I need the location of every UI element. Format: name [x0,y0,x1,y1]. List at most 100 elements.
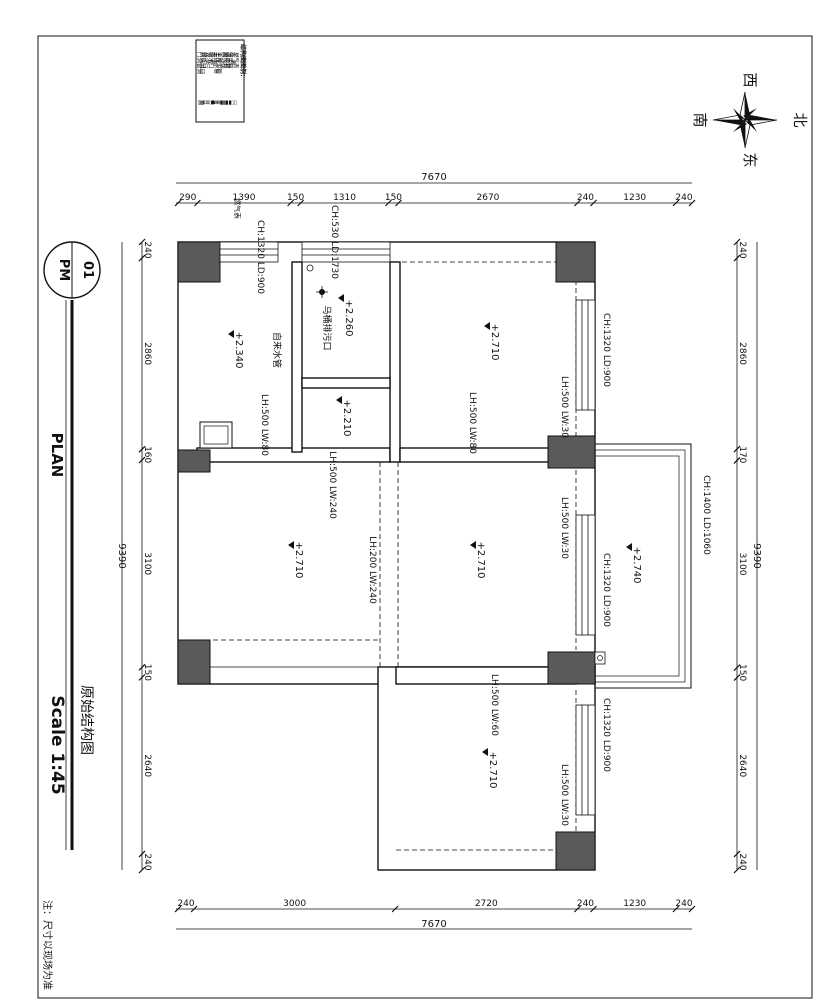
wall-h2 [301,377,391,389]
window-right-1 [575,299,596,411]
compass-north: 北 [791,112,809,127]
dim-left-segment: 240 [142,853,152,870]
water-supply-icon [306,264,314,272]
wall-v2 [291,261,303,453]
balcony-outer-spec: CH:1400 LD:1060 [701,475,711,555]
top-window-1-spec: CH:1320 LD:900 [255,220,265,294]
legend-item-symbol: ⊗ [215,100,221,105]
dim-bottom-segment: 240 [577,899,594,909]
legend-title: 结构图图例： [239,44,247,80]
drawing-code: PM [56,259,71,281]
legend-item-label: 暖气片 [221,52,229,69]
dim-left-segment: 2860 [142,342,152,365]
dim-right-total: 9390 [751,543,762,568]
bottom-room-opening-2: LH:500 LW:30 [559,764,569,826]
dim-right-segment: 3100 [737,553,747,576]
room2-level: +2.260 [343,299,354,336]
compass: 北 东 南 西 [691,72,809,167]
dim-left-total: 9390 [116,543,127,568]
legend-item-symbol: ○ [207,100,213,105]
legend-item-symbol: ▬ [224,100,230,105]
bottom-window-spec: CH:1320 LD:900 [601,698,611,772]
dim-right-segment: 240 [737,241,747,258]
drawing-note: 注：尺寸以现场为准 [41,900,54,990]
compass-east: 东 [741,152,759,167]
drawing-scale: Scale 1:45 [47,695,67,794]
living-left-level: +2.710 [293,541,304,578]
dim-top-segment: 2670 [476,193,499,203]
legend-item-symbol: ▭ [229,100,235,105]
legend-item-symbol: ▬ [226,100,232,105]
legend-item-label: 给水口 [207,52,215,69]
dimension-lines [121,182,758,930]
level-markers [228,294,632,756]
dim-bottom-segment: 240 [177,899,194,909]
dim-top-total: 7670 [421,172,446,183]
balcony-level: +2.740 [631,546,642,583]
legend-item-label: 主进水管 [212,52,220,75]
room1-opening: LH:500 LW:80 [259,394,269,456]
wall-v1 [389,261,401,463]
legend-item-label: 龙 头 [204,52,212,65]
legend-item-label: 新风风口 [198,52,206,74]
column [555,241,596,283]
dim-right-segment: 2640 [737,754,747,777]
dim-top-segment: 150 [385,193,402,203]
room1-label: 自来水管 [271,332,283,368]
room4-opening: LH:500 LW:80 [467,392,477,454]
legend-item-label: 燃气表 [232,52,240,69]
dim-bottom-segment: 2720 [475,899,498,909]
legend-item-label: 水 表 [229,52,237,65]
room3-level: +2.210 [341,399,352,436]
dim-bottom-segment: 3000 [283,899,306,909]
legend-item-symbol: ▭ [232,100,238,105]
dim-top-segment: 290 [179,193,196,203]
column [177,241,221,283]
legend: 结构图图例： 燃气表▭水 表▭强电箱▬弱电箱▬暖气片▦空调洞▬主排污管⊗主进水管… [195,39,247,123]
legend-item-label: 空调洞 [218,52,226,69]
room4-opening-2: LH:500 LW:30 [559,376,569,438]
dim-top-segment: 240 [675,193,692,203]
legend-item-symbol: ⊖ [204,100,210,105]
legend-item-label: 弱电箱 [224,52,232,69]
column [177,639,211,685]
bottom-room-opening: LH:500 LW:60 [489,674,499,736]
dim-top-segment: 1310 [333,193,356,203]
dim-bottom-total: 7670 [421,919,446,930]
dim-right-segment: 240 [737,853,747,870]
column [177,449,211,473]
legend-item-symbol: ● [210,100,216,105]
bottom-room-level: +2.710 [487,751,498,788]
legend-item-label: 门洞窗洞 [196,52,204,75]
living-right-opening: LH:500 LW:30 [559,497,569,559]
compass-west: 西 [741,72,759,87]
legend-item-symbol: ⊗ [212,100,218,105]
living-right-level: +2.710 [475,541,486,578]
legend-item-label: 强电箱 [226,52,234,69]
dim-left-segment: 160 [142,446,152,463]
living-mid-opening: LH:200 LW:240 [367,536,377,604]
dim-right-segment: 2860 [737,342,747,365]
room1-level: +2.340 [233,331,244,368]
legend-item-label: 排污口 [201,52,209,69]
dim-right-segment: 150 [737,664,747,681]
title-block: 01 PM PLAN 原始结构图 Scale 1:45 注：尺寸以现场为准 [41,241,101,990]
room2-label: 马桶排污口 [321,305,333,350]
dim-left-segment: 3100 [142,552,152,575]
gas-meter-label: 燃气表 [233,198,242,219]
window-top-2 [301,241,391,263]
top-window-2-spec: CH:530 LD:1730 [329,205,339,279]
plan-label: PLAN [48,433,66,478]
dim-top-segment: 240 [577,193,594,203]
dim-top-segment: 1390 [233,193,256,203]
annotations: CH:1320 LD:900 CH:530 LD:1730 +2.340 自来水… [233,198,711,826]
dim-left-segment: 240 [142,241,152,258]
column [547,651,596,685]
window-top-1 [219,241,279,263]
window-right-2 [575,514,596,636]
dim-top-segment: 150 [287,193,304,203]
dim-top-segment: 1230 [623,193,646,203]
legend-item-symbol: ▬ [218,100,224,105]
dim-right-segment: 170 [737,446,747,463]
